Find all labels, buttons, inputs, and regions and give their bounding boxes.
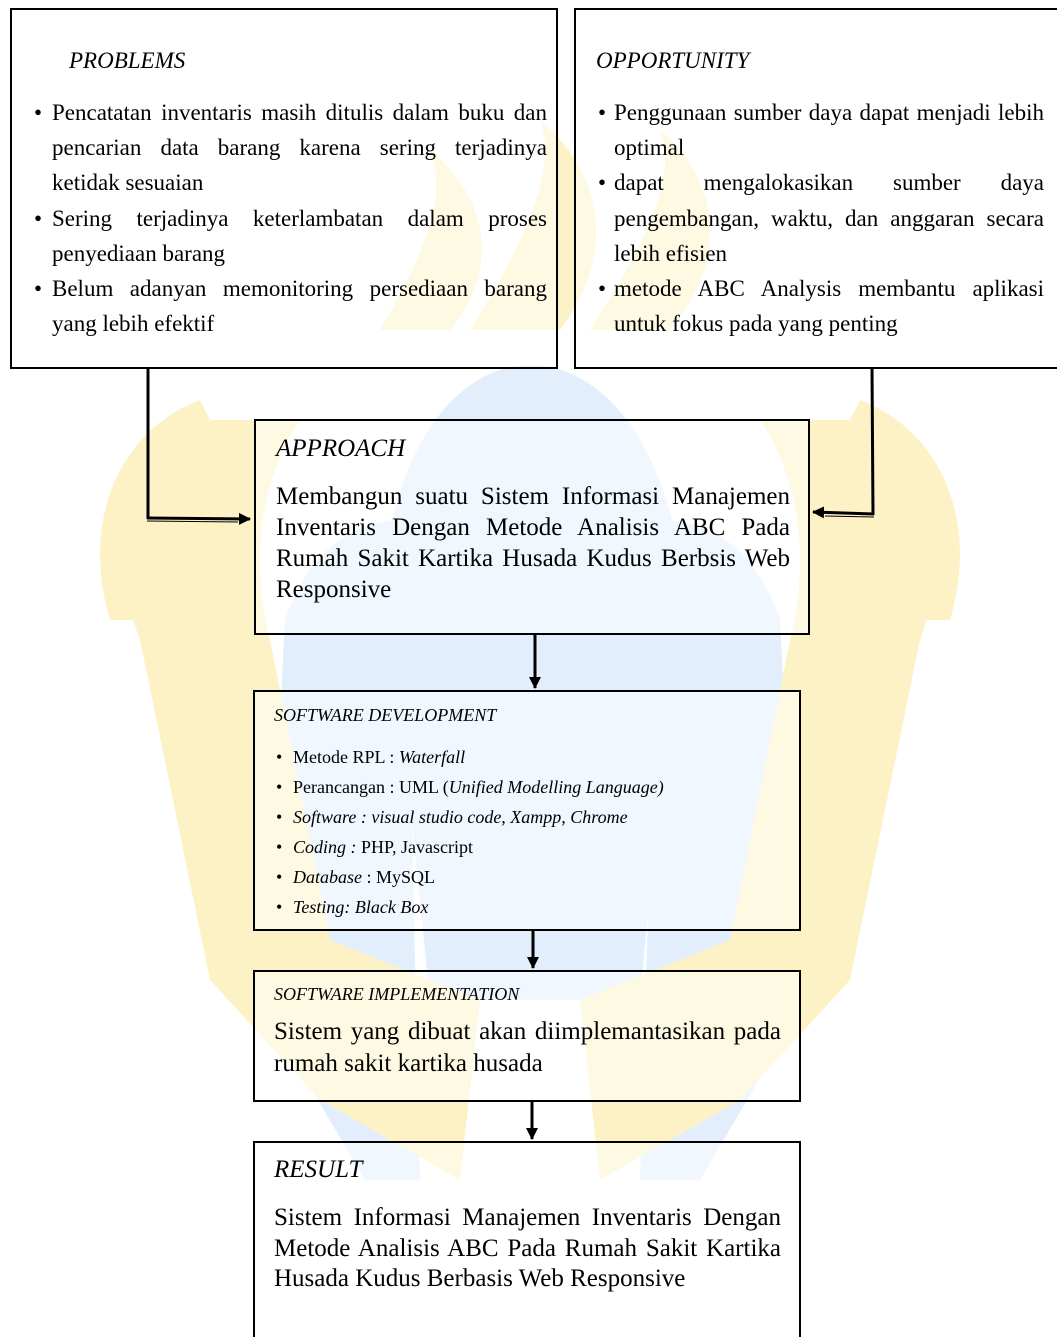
dev-item-label: Testing: Black Box xyxy=(293,897,429,917)
opportunity-title: OPPORTUNITY xyxy=(596,48,750,73)
problems-item: Sering terjadinya keterlambatan dalam pr… xyxy=(34,201,547,271)
opportunity-item: metode ABC Analysis membantu aplikasi un… xyxy=(598,271,1044,341)
opportunity-list: Penggunaan sumber daya dapat menjadi leb… xyxy=(598,95,1044,341)
dev-item-label: Software : visual studio code, Xampp, Ch… xyxy=(293,807,628,827)
problems-item: Belum adanyan memonitoring persediaan ba… xyxy=(34,271,547,341)
dev-item-value: Waterfall xyxy=(398,747,466,767)
dev-item-software: Software : visual studio code, Xampp, Ch… xyxy=(276,802,793,832)
software-development-title: SOFTWARE DEVELOPMENT xyxy=(274,705,497,725)
dev-item-label: Database xyxy=(293,867,362,887)
problems-list: Pencatatan inventaris masih ditulis dala… xyxy=(34,95,547,341)
opportunity-item: dapat mengalokasikan sumber daya pengemb… xyxy=(598,165,1044,271)
software-development-box: SOFTWARE DEVELOPMENT Metode RPL : Waterf… xyxy=(253,690,801,931)
approach-box: APPROACH Membangun suatu Sistem Informas… xyxy=(254,419,810,635)
dev-item-database: Database : MySQL xyxy=(276,862,793,892)
opportunity-box: OPPORTUNITY Penggunaan sumber daya dapat… xyxy=(574,8,1057,369)
problems-item: Pencatatan inventaris masih ditulis dala… xyxy=(34,95,547,201)
dev-item-value: : MySQL xyxy=(362,867,436,887)
dev-item-coding: Coding : PHP, Javascript xyxy=(276,832,793,862)
dev-item-label: Coding : xyxy=(293,837,362,857)
result-body: Sistem Informasi Manajemen Inventaris De… xyxy=(274,1204,781,1292)
approach-title: APPROACH xyxy=(276,435,406,462)
opportunity-item: Penggunaan sumber daya dapat menjadi leb… xyxy=(598,95,1044,165)
problems-box: PROBLEMS Pencatatan inventaris masih dit… xyxy=(10,8,558,369)
software-implementation-box: SOFTWARE IMPLEMENTATION Sistem yang dibu… xyxy=(253,970,801,1102)
software-implementation-body: Sistem yang dibuat akan diimplemantasika… xyxy=(274,1018,781,1077)
software-development-list: Metode RPL : Waterfall Perancangan : UML… xyxy=(276,742,793,922)
dev-item-method: Metode RPL : Waterfall xyxy=(276,742,793,772)
result-title: RESULT xyxy=(274,1156,363,1183)
dev-item-value: Unified Modelling Language) xyxy=(448,777,664,797)
dev-item-label: Perancangan : UML ( xyxy=(293,777,449,797)
dev-item-testing: Testing: Black Box xyxy=(276,892,793,922)
dev-item-label: Metode RPL : xyxy=(293,747,399,767)
approach-body: Membangun suatu Sistem Informasi Manajem… xyxy=(276,483,790,603)
result-box: RESULT Sistem Informasi Manajemen Invent… xyxy=(253,1141,801,1337)
dev-item-design: Perancangan : UML (Unified Modelling Lan… xyxy=(276,772,793,802)
dev-item-value: PHP, Javascript xyxy=(361,837,474,857)
problems-title: PROBLEMS xyxy=(69,48,186,73)
software-implementation-title: SOFTWARE IMPLEMENTATION xyxy=(274,984,520,1004)
